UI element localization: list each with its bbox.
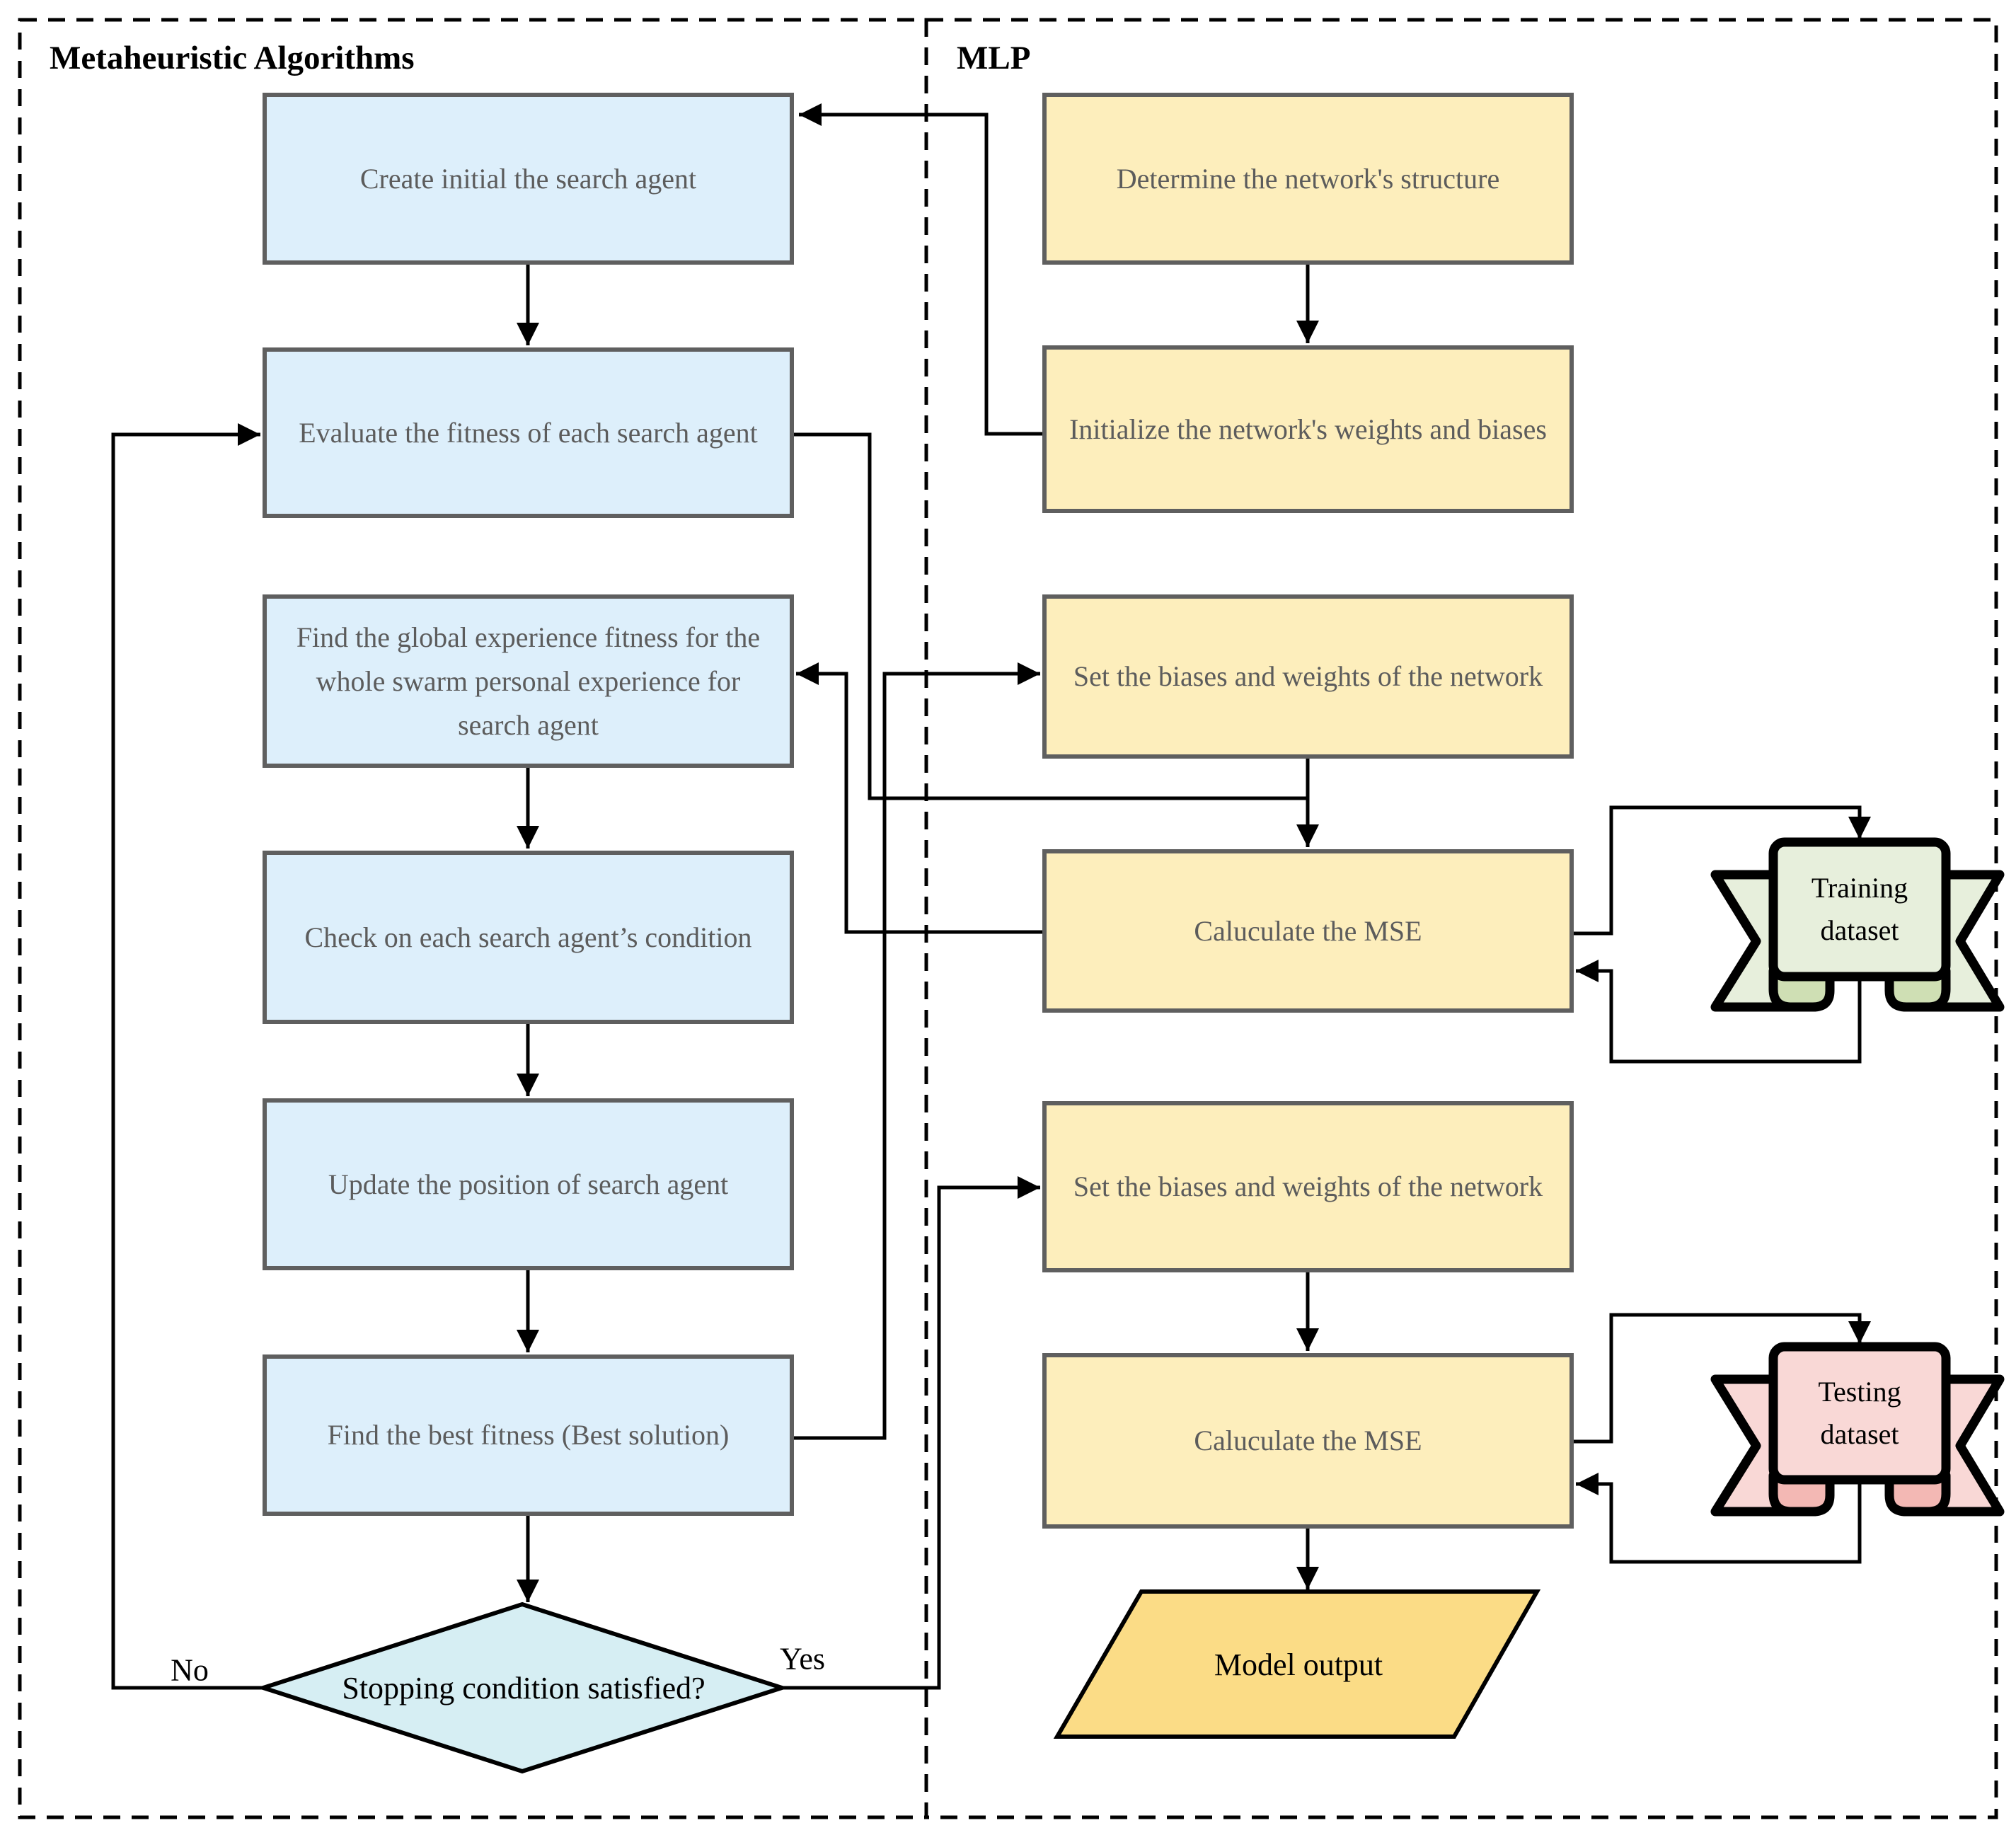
model-output-label: Model output (1214, 1647, 1383, 1682)
testing-dataset-ribbon (1710, 1342, 2005, 1517)
box-find-best-fitness: Find the best fitness (Best solution) (263, 1354, 794, 1516)
box-evaluate-fitness: Evaluate the fitness of each search agen… (263, 347, 794, 518)
testing-dataset-line2: dataset (1820, 1418, 1899, 1450)
arrow-mse2-to-testing (1574, 1313, 1871, 1444)
panel-border-mlp (924, 18, 1998, 1819)
arrow-initialize-to-create (799, 103, 1042, 436)
line-evaluate-to-mse1-junction (794, 432, 1306, 800)
box-update-position: Update the position of search agent (263, 1098, 794, 1270)
arrow-decision-yes-to-setweights2 (782, 1176, 1040, 1690)
testing-dataset-line1: Testing (1818, 1376, 1901, 1408)
arrow-mse1-to-findglobal (796, 662, 1042, 934)
decision-stopping-condition: Stopping condition satisfied? (342, 1670, 705, 1705)
box-initialize-weights-biases: Initialize the network's weights and bia… (1042, 345, 1574, 513)
training-dataset-line1: Training (1811, 872, 1908, 904)
label-no: No (171, 1652, 209, 1688)
panel-border-metaheuristic (18, 18, 928, 1819)
box-check-agent-condition: Check on each search agent’s condition (263, 851, 794, 1024)
box-set-weights-training: Set the biases and weights of the networ… (1042, 594, 1574, 759)
box-calculate-mse-training: Caluculate the MSE (1042, 849, 1574, 1013)
box-create-initial-search-agent: Create initial the search agent (263, 93, 794, 265)
box-calculate-mse-testing: Caluculate the MSE (1042, 1353, 1574, 1529)
training-dataset-line2: dataset (1820, 914, 1899, 946)
testing-dataset-label: Testing dataset (1773, 1347, 1946, 1480)
model-output-shape (1053, 1589, 1541, 1739)
panel-title-mlp: MLP (957, 40, 1031, 76)
panel-title-metaheuristic: Metaheuristic Algorithms (50, 40, 415, 76)
box-find-global-experience: Find the global experience fitness for t… (263, 594, 794, 768)
arrow-findbest-to-setweights1 (794, 662, 1040, 1440)
training-dataset-ribbon (1710, 837, 2005, 1012)
box-determine-network-structure: Determine the network's structure (1042, 93, 1574, 265)
training-dataset-label: Training dataset (1773, 842, 1946, 977)
decision-diamond-shape (256, 1601, 789, 1774)
arrow-training-to-mse1 (1576, 960, 1862, 1064)
testing-ribbon-right-fold (1884, 1471, 1951, 1517)
label-yes: Yes (779, 1641, 826, 1676)
arrow-decision-no-to-evaluate (111, 423, 263, 1690)
arrow-testing-to-mse2 (1576, 1473, 1862, 1564)
testing-ribbon-left-fold (1768, 1471, 1835, 1517)
arrow-mse1-to-training (1574, 805, 1871, 936)
box-set-weights-testing: Set the biases and weights of the networ… (1042, 1101, 1574, 1272)
